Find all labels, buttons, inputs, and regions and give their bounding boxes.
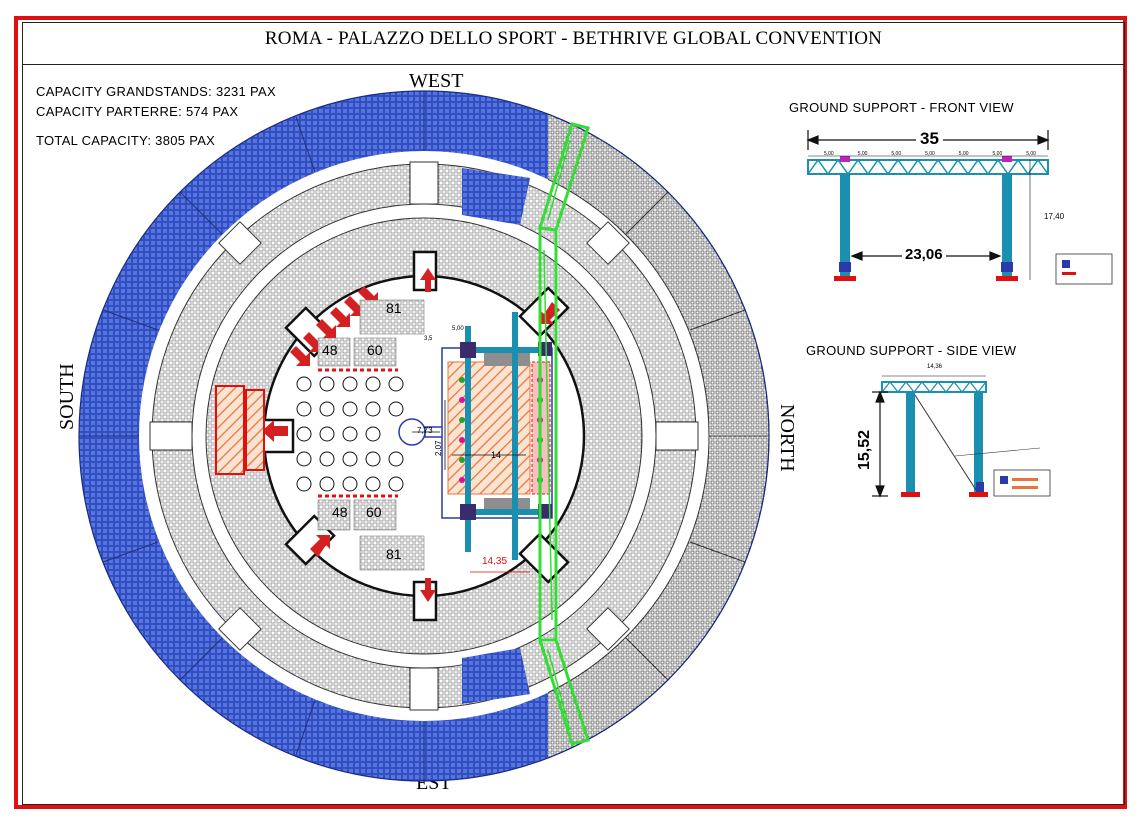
stage — [441, 347, 553, 519]
exit-arrows — [262, 268, 560, 602]
front-towers — [834, 174, 1018, 281]
side-truss — [881, 381, 987, 393]
south-hatched-blocks — [215, 385, 265, 475]
drawing-inner-border — [22, 22, 1125, 805]
outer-tier-dividers — [79, 91, 425, 781]
round-tables — [296, 376, 404, 492]
capacity-total: TOTAL CAPACITY: 3805 PAX — [36, 133, 216, 148]
ground-support-truss — [537, 122, 590, 746]
outer-tier-dividers-east — [625, 191, 769, 681]
front-view-title: GROUND SUPPORT - FRONT VIEW — [789, 100, 1014, 115]
middle-tier-gaps — [149, 161, 699, 711]
drawing-title: ROMA - PALAZZO DELLO SPORT - BETHRIVE GL… — [264, 28, 883, 49]
side-towers — [901, 392, 988, 497]
capacity-grandstands: CAPACITY GRANDSTANDS: 3231 PAX — [36, 84, 276, 99]
floor-seating — [317, 299, 425, 571]
floor-dimensions — [412, 400, 530, 573]
compass-west: WEST — [409, 70, 464, 92]
title-divider — [22, 64, 1125, 65]
side-view-title: GROUND SUPPORT - SIDE VIEW — [806, 343, 1017, 358]
capacity-parterre: CAPACITY PARTERRE: 574 PAX — [36, 104, 239, 119]
